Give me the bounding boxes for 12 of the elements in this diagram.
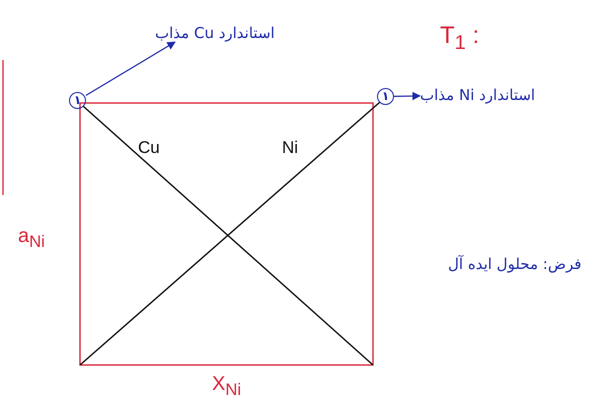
arrow (394, 92, 421, 100)
note-text: استاندارد Cu مذاب (155, 24, 275, 42)
line-label: Cu (138, 138, 160, 158)
number-circle: ۱ (377, 88, 394, 105)
note-text: فرض: محلول ایده آل (448, 255, 582, 273)
axis-label: X$_{Ni}$ (212, 372, 242, 400)
note-text: استاندارد Ni مذاب (420, 86, 536, 104)
title: T$_{1}$ : (440, 22, 480, 55)
line-label: Ni (282, 138, 298, 158)
number-circle: ۱ (69, 92, 86, 109)
arrow (86, 41, 176, 96)
axis-label: a$_{Ni}$ (18, 224, 45, 252)
